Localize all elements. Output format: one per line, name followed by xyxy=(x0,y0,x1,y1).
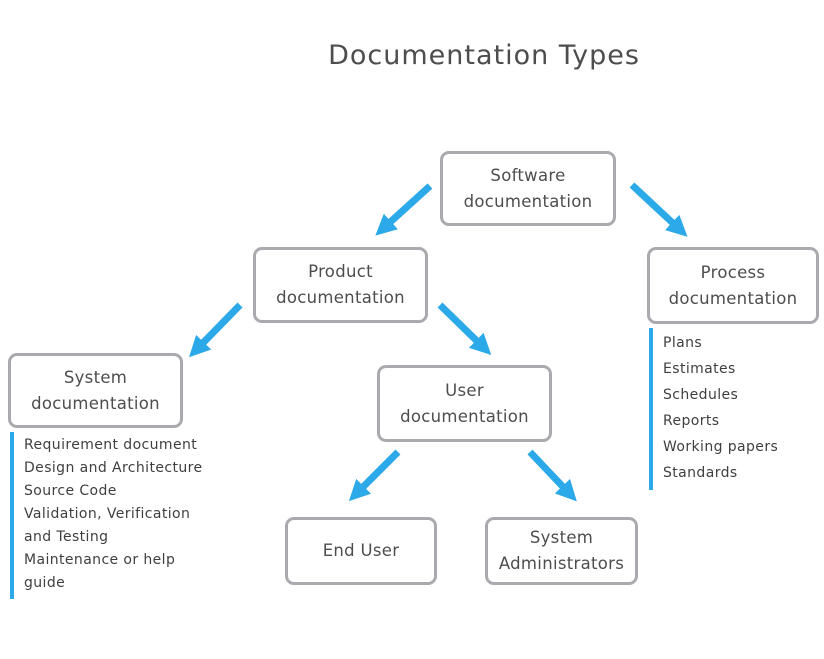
node-software-documentation: Software documentation xyxy=(440,151,616,226)
node-label: End User xyxy=(322,541,400,561)
node-system-documentation: System documentation xyxy=(8,353,183,428)
list-item: Estimates xyxy=(663,361,736,377)
page-title: Documentation Types xyxy=(328,40,640,71)
list-item: Reports xyxy=(663,413,720,429)
list-item: Schedules xyxy=(663,387,739,403)
list-item: Validation, Verification and Testing xyxy=(24,506,191,545)
node-label: Software documentation xyxy=(463,165,593,211)
process-documentation-items-list: Plans Estimates Schedules Reports Workin… xyxy=(649,328,823,490)
node-label: Product documentation xyxy=(276,262,405,307)
arrow-product-to-user-icon xyxy=(437,302,492,355)
arrow-software-to-product-icon xyxy=(375,183,433,236)
arrow-user-to-enduser-icon xyxy=(348,449,401,502)
system-documentation-items-list: Requirement document Design and Architec… xyxy=(10,432,220,599)
node-product-documentation: Product documentation xyxy=(253,247,428,323)
node-label: System documentation xyxy=(31,367,160,413)
list-item: Maintenance or help guide xyxy=(24,552,176,591)
arrow-product-to-system-icon xyxy=(189,302,243,358)
list-item: Working papers xyxy=(663,439,779,455)
node-user-documentation: User documentation xyxy=(377,365,552,442)
arrow-software-to-process-icon xyxy=(629,182,688,237)
arrow-user-to-admins-icon xyxy=(527,449,577,502)
list-item: Standards xyxy=(663,465,738,481)
node-end-user: End User xyxy=(285,517,437,585)
list-item: Design and Architecture xyxy=(24,460,203,476)
list-item: Source Code xyxy=(24,483,117,499)
list-item: Plans xyxy=(663,335,703,351)
node-label: System Administrators xyxy=(498,528,625,573)
node-process-documentation: Process documentation xyxy=(647,247,819,324)
node-system-administrators: System Administrators xyxy=(485,517,638,585)
node-label: User documentation xyxy=(400,380,529,426)
list-item: Requirement document xyxy=(24,437,198,453)
node-label: Process documentation xyxy=(668,262,798,308)
